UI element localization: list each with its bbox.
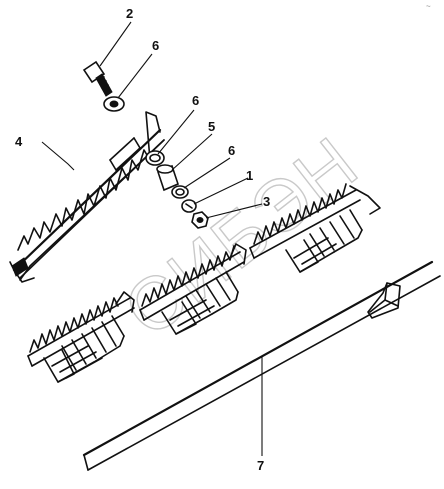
- callout-1: 1: [246, 168, 253, 183]
- washer-part-6-top: [103, 96, 125, 112]
- callouts: 2 6 6 5 6 4 1 3 7: [15, 6, 270, 473]
- callout-3: 3: [263, 194, 270, 209]
- washer-part-6-mid: [145, 150, 165, 166]
- washer-part-6-low: [171, 185, 189, 199]
- callout-6-mid: 6: [192, 93, 199, 108]
- bolt-part-2: [82, 60, 113, 97]
- knife-section-left: [27, 291, 135, 383]
- spacer-part-5: [156, 164, 179, 192]
- knife-section-right: [249, 183, 381, 273]
- nut-part-3: [191, 211, 209, 229]
- callout-2: 2: [126, 6, 133, 21]
- lock-washer-part-1: [181, 199, 197, 213]
- callout-7: 7: [257, 458, 264, 473]
- knife-bar-part-7: [82, 260, 441, 471]
- knife-section-middle: [139, 243, 247, 335]
- callout-5: 5: [208, 119, 215, 134]
- corner-mark: ~: [426, 2, 431, 11]
- knife-head-part-4: [9, 111, 165, 283]
- callout-6-low: 6: [228, 143, 235, 158]
- callout-4: 4: [15, 134, 23, 149]
- callout-6-top: 6: [152, 38, 159, 53]
- leader-lines: [41, 21, 263, 456]
